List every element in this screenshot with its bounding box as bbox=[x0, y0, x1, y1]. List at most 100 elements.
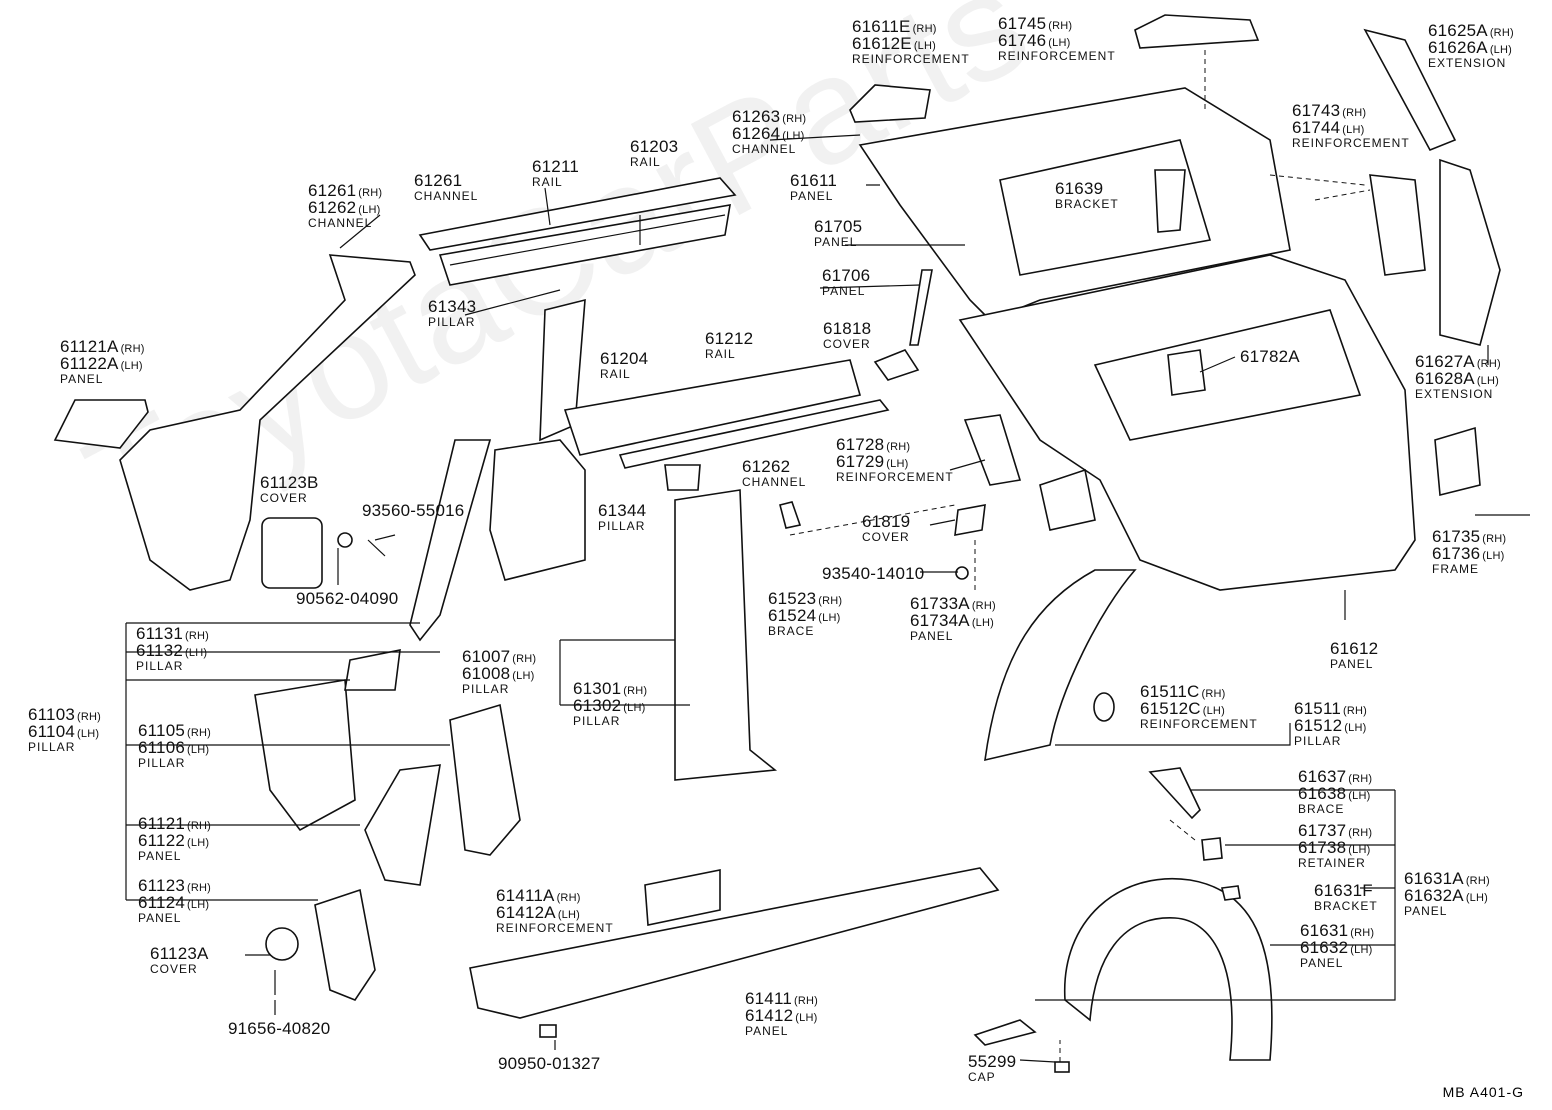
side-suffix: (RH) bbox=[1482, 533, 1507, 545]
part-number-text: 61705 bbox=[814, 217, 863, 236]
part-label-61625a: 61625A(RH)61626A(LH)EXTENSION bbox=[1428, 22, 1514, 69]
side-suffix: (RH) bbox=[1348, 773, 1373, 785]
part-number: 61625A(RH) bbox=[1428, 22, 1514, 39]
pillar-61103-shape bbox=[449, 703, 521, 856]
part-name: CHANNEL bbox=[732, 142, 797, 156]
part-number-text: 61511 bbox=[1294, 699, 1342, 718]
brace-61523-shape bbox=[779, 501, 802, 529]
reinforcement-61411a-shape bbox=[644, 869, 721, 926]
side-suffix: (LH) bbox=[1342, 124, 1365, 136]
part-number: 61735(RH) bbox=[1432, 528, 1506, 545]
side-suffix: (LH) bbox=[187, 837, 210, 849]
part-number: 61611E(RH) bbox=[852, 18, 970, 35]
part-number-text: 61512 bbox=[1294, 716, 1343, 735]
part-number: 61007(RH) bbox=[462, 648, 536, 665]
part-number: 61123A bbox=[150, 945, 209, 962]
part-name: CAP bbox=[968, 1070, 996, 1084]
part-name: PILLAR bbox=[462, 682, 510, 696]
frame-61735-shape bbox=[1434, 426, 1481, 497]
side-suffix: (LH) bbox=[1348, 790, 1371, 802]
part-number-text: 61203 bbox=[630, 137, 679, 156]
part-label-61131: 61131(RH)61132(LH)PILLAR bbox=[136, 625, 209, 672]
part-label-61631: 61631(RH)61632(LH)PANEL bbox=[1300, 922, 1374, 969]
part-number-text: 61131 bbox=[136, 624, 184, 643]
part-number: 61612E(LH) bbox=[852, 35, 970, 52]
clip-90950-shape bbox=[539, 1024, 557, 1038]
part-name: PANEL bbox=[822, 284, 866, 298]
part-number: 61105(RH) bbox=[138, 722, 211, 739]
part-number-text: 61264 bbox=[732, 124, 781, 143]
part-name: COVER bbox=[260, 491, 308, 505]
part-number: 61262(LH) bbox=[308, 199, 382, 216]
part-number-text: 61523 bbox=[768, 589, 817, 608]
part-name: EXTENSION bbox=[1428, 56, 1507, 70]
part-number-text: 61262 bbox=[742, 457, 791, 476]
part-number: 61261(RH) bbox=[308, 182, 382, 199]
part-name: BRACE bbox=[1298, 802, 1345, 816]
part-number: 61104(LH) bbox=[28, 723, 101, 740]
part-name: PILLAR bbox=[138, 756, 186, 770]
part-number-text: 90562-04090 bbox=[296, 589, 399, 608]
reinforcement-61511c-shape bbox=[1093, 692, 1115, 722]
part-label-61103: 61103(RH)61104(LH)PILLAR bbox=[28, 706, 101, 753]
part-number: 61746(LH) bbox=[998, 32, 1116, 49]
part-number: 61632(LH) bbox=[1300, 939, 1374, 956]
part-name: COVER bbox=[823, 337, 871, 351]
part-number: 61123(RH) bbox=[138, 877, 211, 894]
part-label-61121a: 61121A(RH)61122A(LH)PANEL bbox=[60, 338, 145, 385]
part-number: 61818 bbox=[823, 320, 871, 337]
side-suffix: (RH) bbox=[1489, 27, 1514, 39]
part-number: 61122A(LH) bbox=[60, 355, 145, 372]
part-number-text: 61122 bbox=[138, 831, 186, 850]
part-name: REINFORCEMENT bbox=[998, 49, 1116, 63]
part-number: 61632A(LH) bbox=[1404, 887, 1490, 904]
side-suffix: (LH) bbox=[1489, 44, 1513, 56]
part-number-text: 61412 bbox=[745, 1006, 794, 1025]
part-number-text: 61301 bbox=[573, 679, 622, 698]
part-number-text: 61262 bbox=[308, 198, 357, 217]
part-name: COVER bbox=[862, 530, 910, 544]
rail-61212-shape bbox=[563, 359, 862, 456]
part-label-61511: 61511(RH)61512(LH)PILLAR bbox=[1294, 700, 1367, 747]
part-label-61523: 61523(RH)61524(LH)BRACE bbox=[768, 590, 842, 637]
washer-90562-shape bbox=[337, 532, 353, 548]
part-number-text: 61782A bbox=[1240, 347, 1300, 366]
side-suffix: (RH) bbox=[623, 685, 648, 697]
part-number-text: 61511C bbox=[1140, 682, 1200, 701]
side-suffix: (LH) bbox=[1344, 722, 1367, 734]
part-number: 61706 bbox=[822, 267, 870, 284]
part-name: FRAME bbox=[1432, 562, 1479, 576]
part-number-text: 61612 bbox=[1330, 639, 1379, 658]
part-name: REINFORCEMENT bbox=[1140, 717, 1258, 731]
part-number: 61611 bbox=[790, 172, 837, 189]
part-number-text: 61735 bbox=[1432, 527, 1481, 546]
part-number: 61631F bbox=[1314, 882, 1378, 899]
part-name: PANEL bbox=[138, 849, 182, 863]
part-number-text: 61625A bbox=[1428, 21, 1488, 40]
part-number-text: 61007 bbox=[462, 647, 511, 666]
part-number: 61631A(RH) bbox=[1404, 870, 1490, 887]
part-label-61745: 61745(RH)61746(LH)REINFORCEMENT bbox=[998, 15, 1116, 62]
part-name: BRACKET bbox=[1314, 899, 1378, 913]
side-suffix: (LH) bbox=[818, 612, 841, 624]
part-number: 61511C(RH) bbox=[1140, 683, 1258, 700]
side-suffix: (RH) bbox=[187, 820, 212, 832]
part-name: PILLAR bbox=[573, 714, 621, 728]
part-number-text: 61729 bbox=[836, 452, 885, 471]
side-suffix: (RH) bbox=[187, 882, 212, 894]
part-number: 61637(RH) bbox=[1298, 768, 1372, 785]
part-number: 61106(LH) bbox=[138, 739, 211, 756]
part-number: 61212 bbox=[705, 330, 753, 347]
part-number-text: 61263 bbox=[732, 107, 781, 126]
part-number: 61639 bbox=[1055, 180, 1119, 197]
part-label-61728: 61728(RH)61729(LH)REINFORCEMENT bbox=[836, 436, 954, 483]
panel-61411-shape bbox=[469, 867, 1000, 1019]
part-number-text: 61706 bbox=[822, 266, 871, 285]
part-number: 61103(RH) bbox=[28, 706, 101, 723]
part-number-text: 61733A bbox=[910, 594, 970, 613]
